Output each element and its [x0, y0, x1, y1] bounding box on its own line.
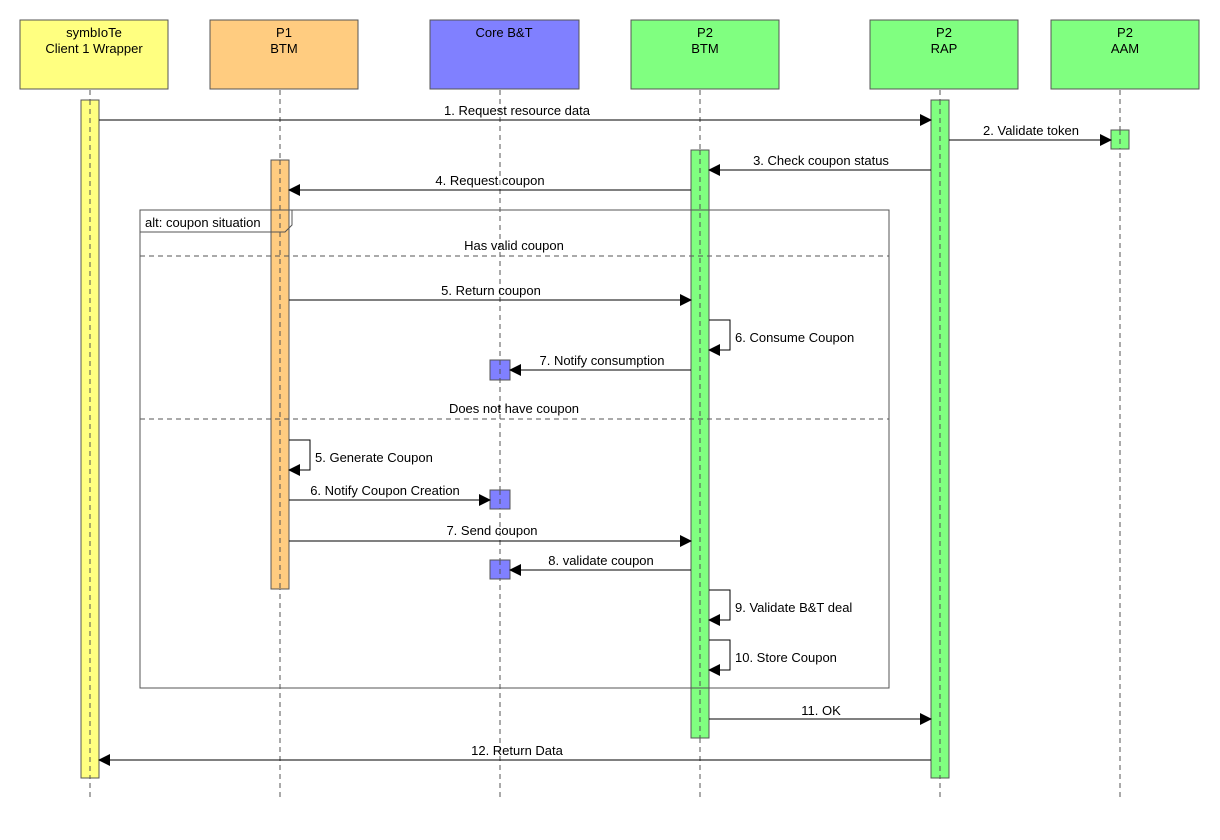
msg-1-label: 1. Request resource data: [444, 103, 591, 118]
msg-4-label: 4. Request coupon: [435, 173, 544, 188]
participant-p1-btm-line1: P1: [276, 25, 292, 40]
participant-core-bt: Core B&T: [429, 19, 580, 90]
msg-10-arrow: [708, 639, 731, 676]
alt-frame-label: alt: coupon situation: [145, 215, 261, 230]
msg-5-label: 5. Return coupon: [441, 283, 541, 298]
participant-p2-btm-line1: P2: [697, 25, 713, 40]
participant-p2-btm-line2: BTM: [691, 41, 718, 56]
msg-10-label: 10. Store Coupon: [735, 650, 837, 665]
participant-p2-rap-line1: P2: [936, 25, 952, 40]
alt-guard-has-valid: Has valid coupon: [464, 238, 564, 253]
msg-5b-arrow: [288, 439, 311, 476]
msg-6b-label: 6. Notify Coupon Creation: [310, 483, 460, 498]
participant-client-line1: symbIoTe: [66, 25, 122, 40]
participant-p2-rap-line2: RAP: [931, 41, 958, 56]
participant-p1-btm-line2: BTM: [270, 41, 297, 56]
msg-9-label: 9. Validate B&T deal: [735, 600, 852, 615]
msg-8-label: 8. validate coupon: [548, 553, 654, 568]
msg-2-label: 2. Validate token: [983, 123, 1079, 138]
msg-7-label: 7. Notify consumption: [539, 353, 664, 368]
msg-12-label: 12. Return Data: [471, 743, 564, 758]
msg-6-arrow: [708, 319, 731, 356]
participant-p2-rap: P2 RAP: [869, 19, 1019, 90]
msg-9-arrow: [708, 589, 731, 626]
msg-6-label: 6. Consume Coupon: [735, 330, 854, 345]
participant-client-line2: Client 1 Wrapper: [45, 41, 143, 56]
participant-core-bt-line1: Core B&T: [475, 25, 532, 40]
participant-p2-aam: P2 AAM: [1050, 19, 1200, 90]
participant-p1-btm: P1 BTM: [209, 19, 359, 90]
alt-frame: alt: coupon situation Has valid coupon D…: [139, 209, 890, 689]
msg-5b-label: 5. Generate Coupon: [315, 450, 433, 465]
msg-7b-label: 7. Send coupon: [446, 523, 537, 538]
alt-guard-no-coupon: Does not have coupon: [449, 401, 579, 416]
msg-11-label: 11. OK: [801, 703, 841, 718]
participant-client: symbIoTe Client 1 Wrapper: [19, 19, 169, 90]
participant-p2-aam-line2: AAM: [1111, 41, 1139, 56]
participant-p2-btm: P2 BTM: [630, 19, 780, 90]
msg-3-label: 3. Check coupon status: [753, 153, 889, 168]
participant-p2-aam-line1: P2: [1117, 25, 1133, 40]
